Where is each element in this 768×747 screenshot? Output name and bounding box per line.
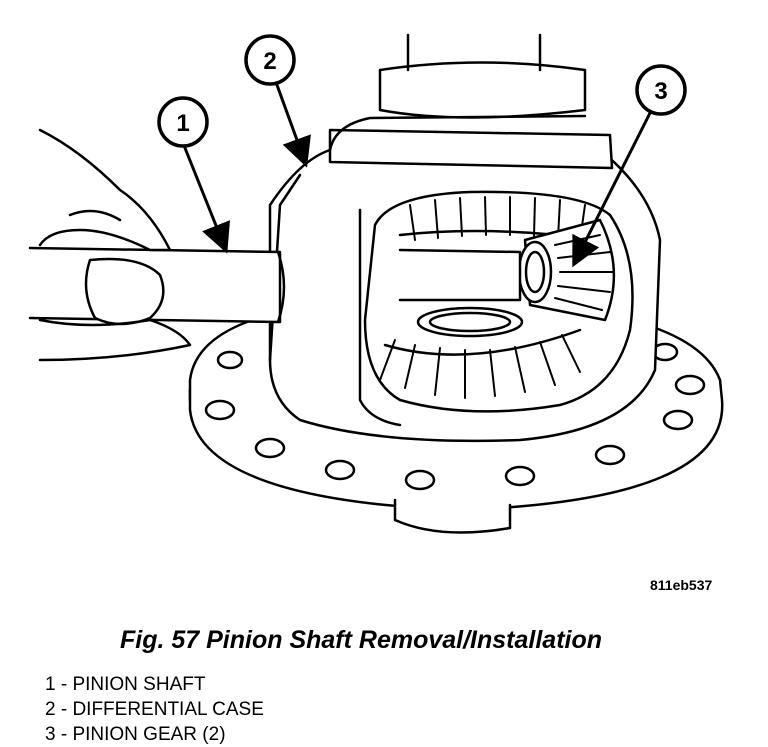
legend-item: 3 - PINION GEAR (2) <box>45 724 226 745</box>
differential-illustration: 1 2 3 <box>28 33 724 534</box>
figure-code: 811eb537 <box>650 577 713 593</box>
legend: 1 - PINION SHAFT 2 - DIFFERENTIAL CASE 3… <box>45 672 264 747</box>
hand <box>38 128 192 362</box>
callout-2-number: 2 <box>263 48 276 75</box>
callout-3-leader <box>572 111 652 268</box>
callout-1-leader <box>183 146 231 254</box>
callout-3-number: 3 <box>654 78 667 105</box>
callout-1-number: 1 <box>176 110 189 137</box>
callout-3: 3 <box>635 64 687 116</box>
legend-item: 1 - PINION SHAFT <box>45 674 206 695</box>
callout-2: 2 <box>244 34 296 86</box>
callout-1: 1 <box>157 96 209 148</box>
figure-caption: Fig. 57 Pinion Shaft Removal/Installatio… <box>120 626 603 654</box>
callout-2-leader <box>275 83 311 168</box>
legend-item: 2 - DIFFERENTIAL CASE <box>45 699 264 720</box>
bottom-hub <box>393 498 512 534</box>
